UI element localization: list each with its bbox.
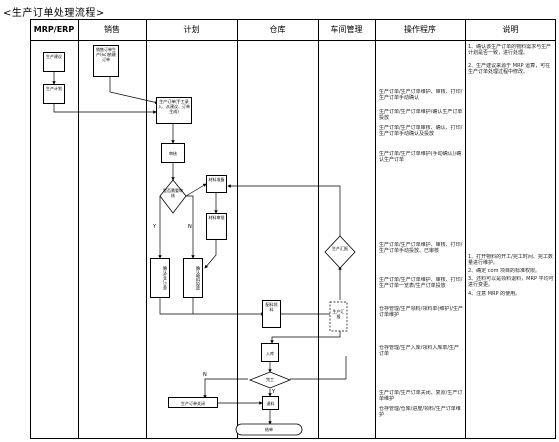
wh-report-box: 退料 [262,396,279,410]
op-step: 生产订单/生产订单维护、审核、打印/生产订单手动确认 [379,89,463,101]
op-step: 生产订单/生产订单关闭、复原/生产订单维护 [379,390,463,402]
branch-label-y2: Y [272,389,276,395]
plan-create-box: 生产订单(手工录入、从建议、订单生成) [156,97,192,124]
column-header-mrp: MRP/ERP [33,25,75,34]
op-step: 生产订单/生产订单维护、审核、打印/生产订单一览表/生产订单投放 [379,277,463,289]
prod-ship-box: 生产订单关闭 [168,397,218,408]
note-item: 2、确定 com 项目的标准权限。 [468,268,541,274]
column-header-procedure: 操作程序 [404,25,436,34]
mrp-order-box: 生产建议 [43,52,65,72]
wh-approve-box: 材料审批 [206,213,227,240]
op-step: 仓存管理/仓库/进度/领料/生产订单维护 [379,406,461,418]
note-item: 1、打开物料的开工/完工时间、完工数量进行维护。 [468,254,553,266]
shop-check-label: 生产汇报 [332,246,348,251]
column-header-notes: 说明 [502,25,519,34]
complete-check-label: 完工 [266,377,274,382]
shop-report-label: 生产汇报 [332,309,345,319]
column-header-warehouse: 仓库 [269,25,286,34]
op-step: 生产订单/生产订单审核、确认、打印/生产订单手动确认及投放 [379,125,463,137]
note-item: 4、注意 MRP 的使用。 [468,291,521,297]
branch-label-n: N [188,224,192,230]
column-divider [146,19,147,439]
flowchart-frame [30,19,556,439]
op-step: 仓存管理/生产领料/领料单(维护)/生产订单维护 [379,306,463,318]
sales-order-box: 销售订单生产(ec)依赖订单 [93,45,119,77]
note-item: 2、生产建议来源于 MRP 运算，可在生产订单处理过程中修改。 [468,63,551,75]
column-divider [375,19,376,439]
op-step: 生产订单/生产订单维护/确认生产订单投放 [379,109,463,121]
plan-lineplan-box: 确认生产订单 [150,258,170,298]
op-step: 生产订单/生产订单维护(手动确认)/确认生产订单 [379,151,462,163]
column-divider [465,19,466,439]
column-divider [78,19,79,439]
shop-report-box-frame [329,301,348,332]
mrp-plan-box: 生产计划 [43,84,65,104]
column-divider [237,19,238,439]
complete-check-diamond [248,371,292,389]
column-header-plan: 计划 [183,25,200,34]
branch-label-y: Y [153,224,157,230]
wh-return-box: 入库 [261,343,279,362]
plan-check-label: 是否需要审核 [163,188,183,198]
end-label: 结单 [265,427,273,432]
plan-mrptrans-box: 确认物料投放 [183,258,203,298]
plan-check-diamond [159,179,187,214]
op-step: 仓存管理/生产入库/领料入库单/生产订单 [379,345,460,357]
wh-prepare-box: 材料准备 [206,175,227,193]
shop-check-diamond [324,235,356,269]
column-header-sales: 销售 [104,25,120,34]
column-header-workshop: 车间管理 [330,25,363,34]
branch-label-n2: N [203,372,207,378]
wh-issue-box: 配料领料 [262,300,281,328]
column-divider [318,19,319,439]
page-title: <生产订单处理流程> [3,8,105,19]
header-divider [30,40,556,41]
op-step: 生产订单/生产订单维护、审核、打印/生产订单手动投放、已审核 [379,242,463,254]
plan-confirm-box: 审核 [161,143,185,163]
note-item: 3、还料可以是领料退料，MRP 平均可进行变更。 [468,276,554,288]
note-item: 1、确认该生产订单的物料需求与生产计划是否一致，进行处理。 [468,44,552,56]
end-terminator [235,423,303,436]
